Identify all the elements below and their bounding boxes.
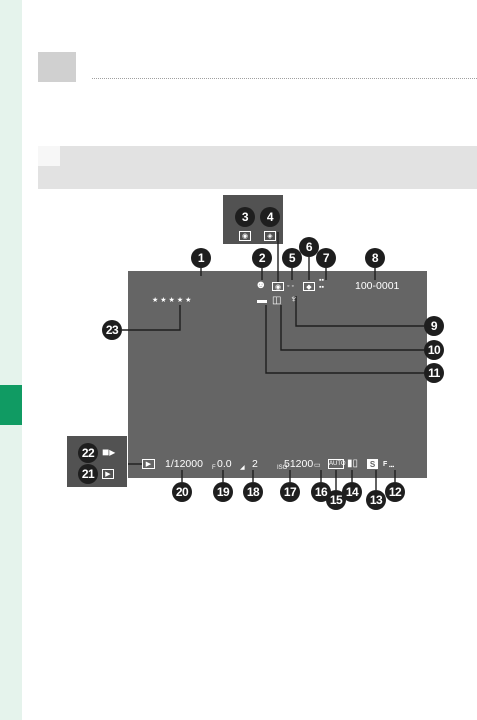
callout-4: 4 (260, 207, 280, 227)
aperture-icon: ◢ (240, 465, 245, 471)
shutter-speed: 1/12000 (165, 458, 203, 470)
callout-8: 8 (365, 248, 385, 268)
callout-7: 7 (316, 248, 336, 268)
book-icon: ◫ (272, 295, 282, 306)
film-simulation-icon: S (367, 459, 378, 469)
chapter-tab (0, 385, 22, 425)
callout-12: 12 (385, 482, 405, 502)
iso-value: 51200 (284, 458, 314, 470)
face-icon: ☻ (255, 279, 267, 291)
exposure-compensation: 0.0 (217, 458, 232, 470)
callout-19: 19 (213, 482, 233, 502)
aperture-value: 2 (252, 458, 258, 470)
frame-number: 100-0001 (355, 280, 400, 292)
iso-icon: ISO (277, 465, 288, 471)
inset-playback-movie (67, 436, 127, 487)
red-eye-removal-icon: ◈ (264, 231, 276, 241)
playback-mode-icon: ▶ (142, 459, 155, 469)
red-eye-icon: ◉ (272, 282, 284, 291)
protect-icon: ◆ (303, 282, 315, 291)
battery-icon: ▮▯ (347, 458, 359, 469)
note-icon-placeholder (38, 146, 60, 166)
callout-5: 5 (282, 248, 302, 268)
callout-1: 1 (191, 248, 211, 268)
ev-icon: F (212, 465, 216, 471)
callout-11: 11 (424, 363, 444, 383)
callout-22: 22 (78, 443, 98, 463)
callout-3: 3 (235, 207, 255, 227)
callout-15: 15 (326, 490, 346, 510)
image-format-icon: ◦ ◦ (287, 283, 294, 290)
callout-21: 21 (78, 464, 98, 484)
white-balance-icon: AUTO (328, 459, 346, 469)
callout-6: 6 (299, 237, 319, 257)
callout-14: 14 (342, 482, 362, 502)
heading-dotted-rule (92, 78, 477, 79)
callout-2: 2 (252, 248, 272, 268)
red-eye-off-icon: ◉ (239, 231, 251, 241)
side-margin-band (0, 0, 22, 720)
image-size-tag: F (383, 461, 388, 468)
movie-camera-icon: ■▸ (102, 445, 116, 459)
callout-13: 13 (366, 490, 386, 510)
callout-10: 10 (424, 340, 444, 360)
printer-icon: ▬ (257, 295, 267, 306)
play-icon: ▶ (102, 469, 114, 479)
location-data-icon: ▪▪▪▪ (319, 277, 324, 291)
note-panel (38, 146, 477, 189)
image-quality-tag: ▪▪▪ (389, 464, 395, 470)
callout-9: 9 (424, 316, 444, 336)
callout-23: 23 (102, 320, 122, 340)
rating-stars: ★★★★★ (152, 297, 194, 304)
dynamic-range-icon: ▭ (314, 462, 321, 469)
gift-icon: ♆ (290, 294, 298, 305)
callout-18: 18 (243, 482, 263, 502)
callout-20: 20 (172, 482, 192, 502)
callout-17: 17 (280, 482, 300, 502)
section-heading-marker (38, 52, 76, 82)
